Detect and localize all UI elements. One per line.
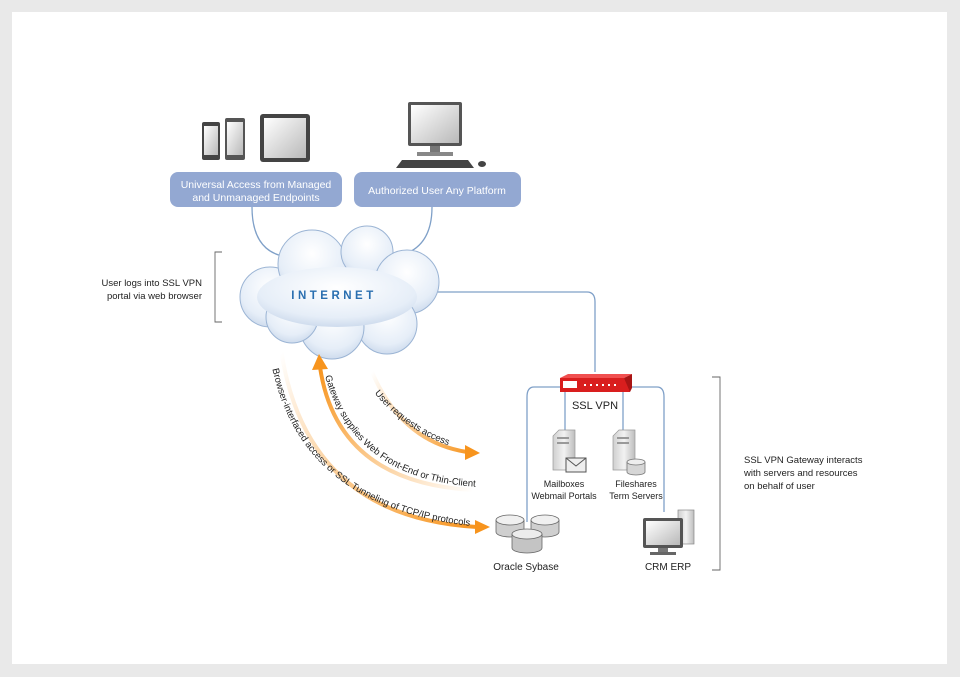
db-label: Oracle Sybase (493, 562, 559, 573)
mail-label-line1: Mailboxes (544, 479, 585, 489)
mail-label-line2: Webmail Portals (531, 491, 597, 501)
left-annotation-line1: User logs into SSL VPN (102, 278, 203, 289)
gateway-bus-right (623, 386, 665, 512)
right-annotation-line1: SSL VPN Gateway interacts (744, 455, 863, 466)
caption-user-requests: User requests access (372, 388, 451, 448)
pill-desktop-label: Authorized User Any Platform (368, 185, 506, 197)
diagram-card: Universal Access from Managed and Unmana… (12, 12, 947, 664)
mail-server-icon (552, 429, 587, 473)
left-annotation: User logs into SSL VPN portal via web br… (102, 251, 222, 323)
ssl-vpn-gateway-icon (560, 374, 632, 392)
gateway-bus-left (526, 386, 565, 522)
desktop-to-cloud-line (391, 206, 433, 258)
right-annotation-line3: on behalf of user (744, 481, 815, 492)
right-annotation: SSL VPN Gateway interacts with servers a… (712, 376, 863, 571)
crm-label: CRM ERP (645, 562, 691, 573)
desktop-computer-icon (396, 102, 486, 168)
file-label-line1: Fileshares (615, 479, 657, 489)
internet-cloud (239, 225, 440, 360)
mobile-devices-icon (202, 114, 310, 162)
crm-workstation-icon (643, 509, 695, 555)
gateway-label: SSL VPN (572, 400, 618, 412)
arrow-user-requests (370, 371, 468, 454)
right-annotation-line2: with servers and resources (743, 468, 858, 479)
pill-mobile-line2: and Unmanaged Endpoints (192, 192, 319, 204)
cloud-to-gateway-line (437, 291, 596, 372)
cloud-label: INTERNET (291, 290, 377, 302)
arrow-gateway-supplies (318, 366, 473, 492)
ssl-vpn-diagram: Universal Access from Managed and Unmana… (102, 102, 863, 573)
pill-mobile-line1: Universal Access from Managed (181, 179, 332, 191)
arrow-browser-access (278, 341, 478, 529)
database-icon (495, 514, 560, 554)
flow-arrows (278, 341, 490, 534)
file-label-line2: Term Servers (609, 491, 663, 501)
connection-lines (251, 206, 665, 522)
endpoint-pill-desktop: Authorized User Any Platform (354, 172, 521, 207)
endpoint-pill-mobile: Universal Access from Managed and Unmana… (170, 172, 342, 207)
left-annotation-line2: portal via web browser (107, 291, 202, 302)
file-server-icon (612, 429, 646, 476)
